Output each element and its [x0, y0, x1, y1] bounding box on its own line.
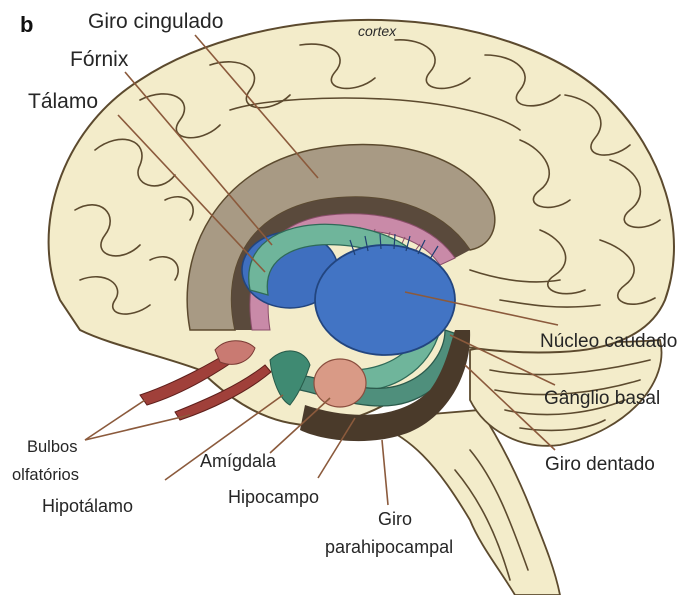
label-hipocampo: Hipocampo — [228, 487, 319, 507]
label-giro-cingulado: Giro cingulado — [88, 10, 223, 33]
label-ganglio-basal: Gânglio basal — [544, 388, 660, 409]
amygdala — [314, 359, 366, 407]
label-hipotalamo: Hipotálamo — [42, 496, 133, 516]
label-bulbos-line1: Bulbos — [27, 438, 77, 456]
brain-illustration — [49, 20, 674, 595]
label-bulbos-line2: olfatórios — [12, 466, 79, 484]
caudate-nucleus — [315, 245, 455, 355]
label-nucleo-caudado: Núcleo caudado — [540, 331, 677, 352]
label-giro-line2: parahipocampal — [325, 537, 453, 557]
label-giro-dentado: Giro dentado — [545, 454, 655, 475]
label-talamo: Tálamo — [28, 90, 98, 113]
label-fornix: Fórnix — [70, 48, 129, 71]
cortex-label: cortex — [358, 23, 397, 39]
panel-letter: b — [20, 12, 33, 37]
label-amigdala: Amígdala — [200, 451, 277, 471]
label-giro-line1: Giro — [378, 509, 412, 529]
